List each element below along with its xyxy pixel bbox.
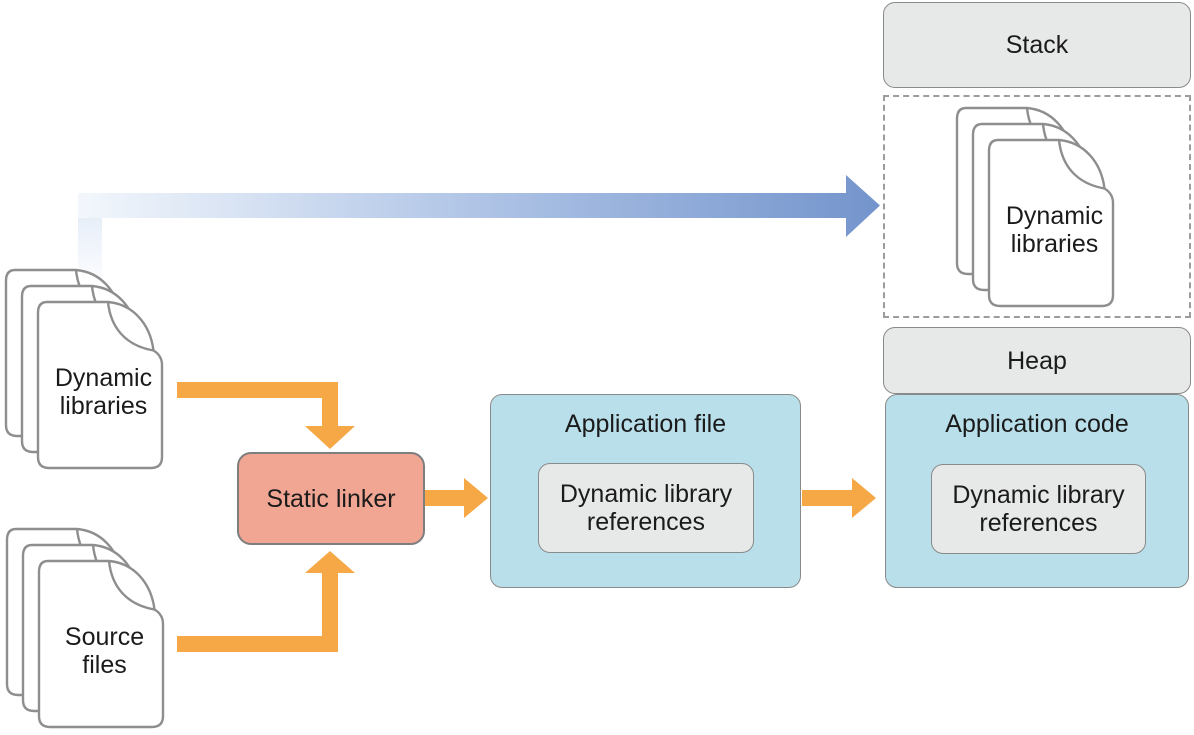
dynamic-libraries-stack: Dynamic libraries xyxy=(4,268,171,470)
arrow-application-file-to-heap xyxy=(802,478,876,518)
dynamic-libraries-label: Dynamic libraries xyxy=(54,364,153,420)
source-files-label: Source files xyxy=(64,623,145,679)
application-file-references-box: Dynamic library references xyxy=(538,463,754,553)
application-code-title: Application code xyxy=(945,410,1129,438)
heap-dynamic-library-references-box: Dynamic library references xyxy=(931,464,1146,554)
heap-region: Heap xyxy=(883,327,1191,394)
arrow-static-linker-to-application-file xyxy=(425,478,488,518)
source-files-stack: Source files xyxy=(5,527,172,729)
loaded-dynamic-libraries-label: Dynamic libraries xyxy=(1005,202,1104,258)
arrow-dynamic-libraries-to-static-linker xyxy=(177,382,355,449)
stack-region: Stack xyxy=(883,2,1191,88)
stack-label: Stack xyxy=(1005,31,1069,59)
load-arrow xyxy=(78,175,880,237)
arrow-source-files-to-static-linker xyxy=(177,551,355,652)
heap-label: Heap xyxy=(1007,346,1067,375)
static-linker-box: Static linker xyxy=(237,452,425,545)
loaded-dynamic-libraries-stack: Dynamic libraries xyxy=(955,106,1122,308)
application-file-title: Application file xyxy=(564,410,727,438)
static-linker-label: Static linker xyxy=(266,484,396,513)
